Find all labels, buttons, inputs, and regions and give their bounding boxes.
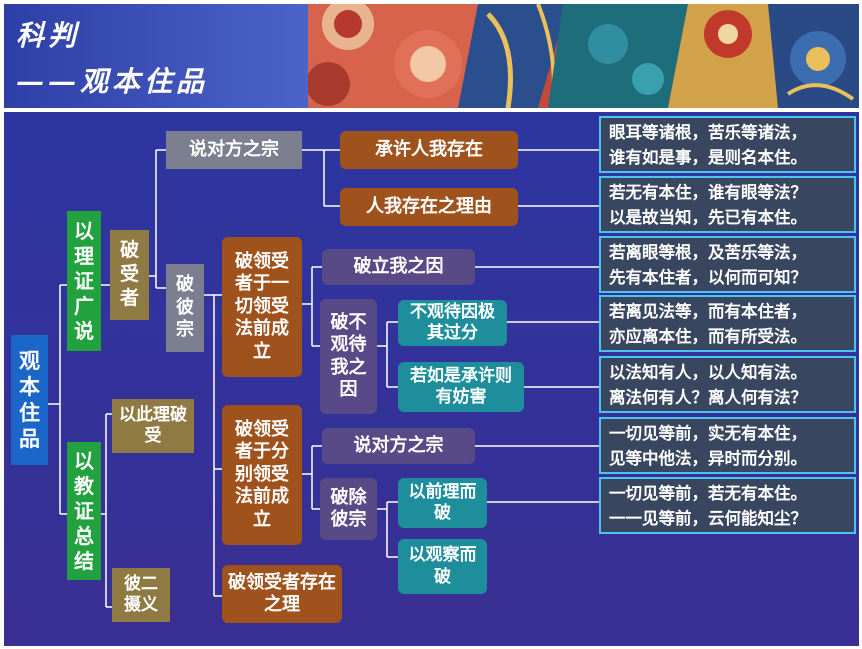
quote-6-line-2: 见等中他法，异时而分别。 — [609, 449, 807, 468]
node-refute-other: 破彼宗 — [166, 264, 204, 352]
quote-5: 以法知有人，以人知有法。离法何有人？离人何有法？ — [599, 356, 856, 413]
quote-2: 若无有本住，谁有眼等法？ 以是故当知，先已有本住。 — [599, 176, 856, 233]
header-separator — [4, 108, 859, 112]
quote-4-line-1: 若离见法等，而有本住者， — [609, 302, 807, 321]
node-refute-before-each: 破领受者于分别领受法前成立 — [222, 405, 302, 545]
node-admit-self: 承许人我存在 — [340, 131, 518, 169]
connector-lines — [48, 149, 599, 608]
quote-1-line-1: 眼耳等诸根，苦乐等诸法， — [609, 123, 807, 142]
node-conclude: 以教证总结 — [67, 442, 101, 580]
node-no-dependence: 不观待因极其过分 — [398, 300, 507, 346]
node-by-observation: 以观察而破 — [398, 539, 487, 594]
node-refute-before-all: 破领受者于一切领受法前成立 — [222, 237, 302, 377]
quote-6: 一切见等前，实无有本住， 见等中他法，异时而分别。 — [599, 417, 856, 474]
quote-2-line-2: 以是故当知，先已有本住。 — [609, 208, 807, 227]
thangka-artwork — [308, 4, 859, 108]
node-self-reason: 人我存在之理由 — [340, 188, 518, 226]
node-refute-established: 破立我之因 — [322, 249, 475, 285]
title-line-1: 科判 — [16, 19, 81, 52]
node-refute-their-view: 破除彼宗 — [320, 478, 377, 540]
quote-4-line-2: 亦应离本住，而有所受法。 — [609, 327, 807, 346]
node-two-summaries: 彼二摄义 — [112, 568, 170, 622]
node-proof-broad: 以理证广说 — [67, 211, 101, 351]
quote-7-line-1: 一切见等前，若无有本住。 — [609, 484, 807, 503]
title-line-2: ——观本住品 — [16, 65, 209, 98]
quote-3-line-1: 若离眼等根，及苦乐等法， — [609, 243, 807, 262]
node-if-admitted: 若如是承许则有妨害 — [398, 362, 524, 412]
node-refute-independent: 破不观待我之因 — [320, 299, 377, 414]
quote-7: 一切见等前，若无有本住。一一见等前，云何能知尘？ — [599, 477, 856, 534]
quote-3: 若离眼等根，及苦乐等法， 先有本住者，以何而可知？ — [599, 236, 856, 293]
node-refute-existence: 破领受者存在之理 — [222, 565, 342, 623]
node-refute-recipient: 破受者 — [110, 230, 149, 320]
quote-1: 眼耳等诸根，苦乐等诸法， 谁有如是事，是则名本住。 — [599, 116, 856, 173]
quote-2-line-1: 若无有本住，谁有眼等法？ — [609, 183, 807, 202]
node-other-view-2: 说对方之宗 — [322, 428, 475, 464]
node-refute-by-reason: 以此理破受 — [112, 399, 194, 453]
quote-5-line-1: 以法知有人，以人知有法。 — [609, 363, 807, 382]
node-by-prior-reason: 以前理而破 — [398, 478, 487, 528]
slide: 科判 ——观本住品 观本住品 以理证广说 以教证总结 破受者 以此理 — [4, 4, 859, 646]
quote-6-line-1: 一切见等前，实无有本住， — [609, 424, 807, 443]
quote-3-line-2: 先有本住者，以何而可知？ — [609, 268, 807, 287]
quote-7-line-2: 一一见等前，云何能知尘？ — [609, 509, 807, 528]
node-other-view-1: 说对方之宗 — [166, 131, 302, 169]
quote-1-line-2: 谁有如是事，是则名本住。 — [609, 148, 807, 167]
quote-5-line-2: 离法何有人？离人何有法？ — [609, 388, 807, 407]
quote-4: 若离见法等，而有本住者， 亦应离本住，而有所受法。 — [599, 295, 856, 352]
node-root: 观本住品 — [11, 335, 48, 465]
